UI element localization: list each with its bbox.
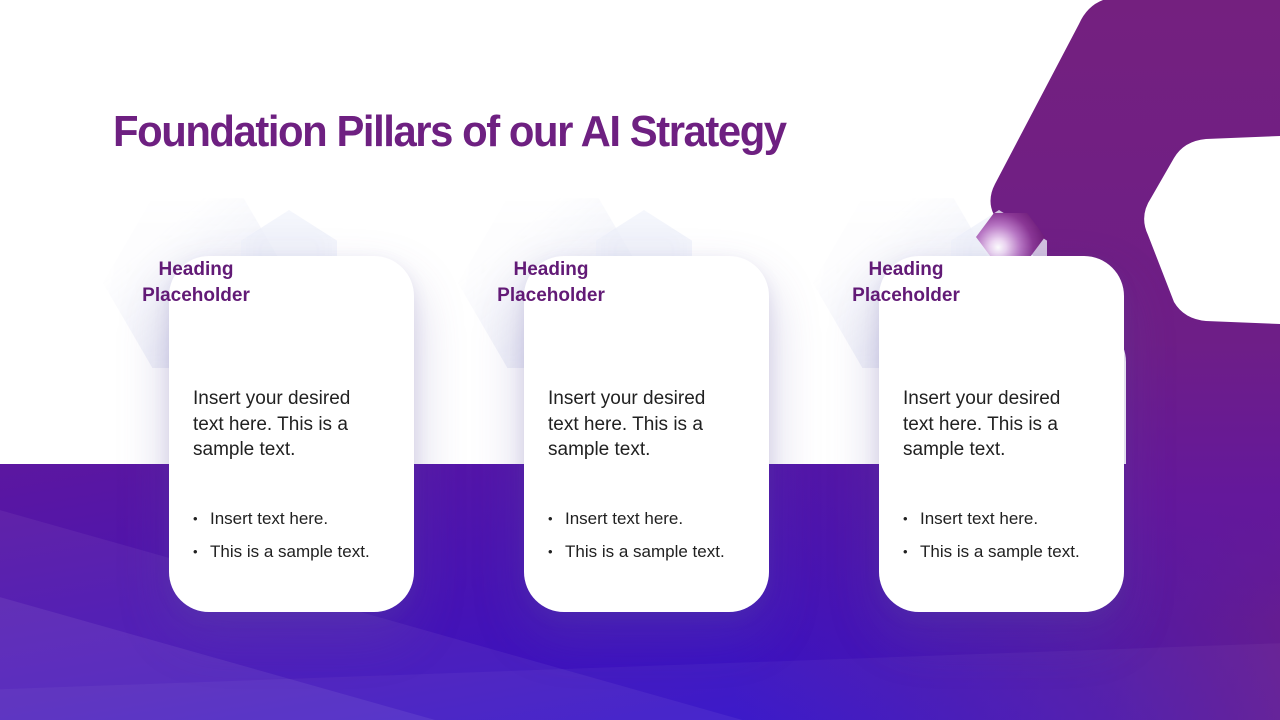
card-heading: Heading Placeholder: [852, 259, 960, 306]
card-body-text: Insert your desired text here. This is a…: [548, 388, 706, 460]
bullet-dot: •: [193, 544, 198, 559]
card-heading: Heading Placeholder: [142, 259, 250, 306]
card-bullet-list: • Insert text here. • This is a sample t…: [193, 502, 398, 568]
bullet-item: • This is a sample text.: [548, 535, 753, 568]
pillar-card: Insert your desired text here. This is a…: [524, 256, 769, 612]
bullet-text: This is a sample text.: [210, 542, 370, 561]
bullet-text: Insert text here.: [210, 509, 329, 528]
bullet-dot: •: [548, 511, 553, 526]
bullet-item: • This is a sample text.: [903, 535, 1108, 568]
card-body-text: Insert your desired text here. This is a…: [193, 388, 351, 460]
bullet-text: Insert text here.: [565, 509, 684, 528]
bullet-dot: •: [193, 511, 198, 526]
bullet-dot: •: [903, 511, 908, 526]
card-bullet-list: • Insert text here. • This is a sample t…: [548, 502, 753, 568]
bullet-text: Insert text here.: [920, 509, 1039, 528]
bullet-dot: •: [903, 544, 908, 559]
bullet-text: This is a sample text.: [565, 542, 725, 561]
bullet-dot: •: [548, 544, 553, 559]
pillar-card: Insert your desired text here. This is a…: [169, 256, 414, 612]
slide-title: Foundation Pillars of our AI Strategy: [113, 107, 787, 156]
bullet-item: • Insert text here.: [903, 502, 1108, 535]
pillar-card: Insert your desired text here. This is a…: [879, 256, 1124, 612]
card-body-text: Insert your desired text here. This is a…: [903, 388, 1061, 460]
bullet-text: This is a sample text.: [920, 542, 1080, 561]
bullet-item: • Insert text here.: [193, 502, 398, 535]
card-heading: Heading Placeholder: [497, 259, 605, 306]
card-bullet-list: • Insert text here. • This is a sample t…: [903, 502, 1108, 568]
bullet-item: • This is a sample text.: [193, 535, 398, 568]
bullet-item: • Insert text here.: [548, 502, 753, 535]
